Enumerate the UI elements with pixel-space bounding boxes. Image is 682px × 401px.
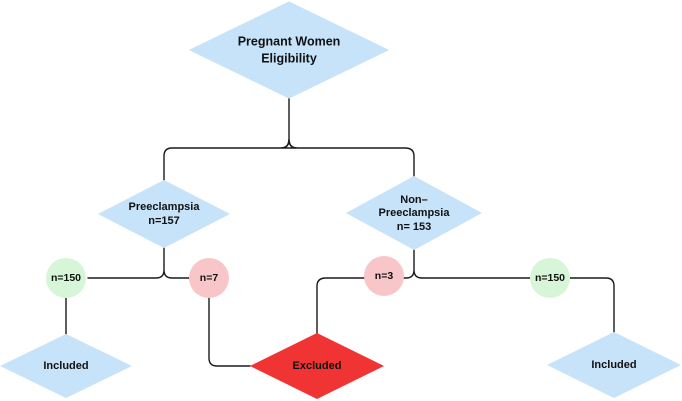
excluded-node: Excluded bbox=[250, 333, 384, 399]
connector-root-branches bbox=[163, 139, 415, 184]
preeclampsia-count: n=157 bbox=[148, 215, 180, 227]
non-preeclampsia-count: n= 153 bbox=[397, 221, 432, 233]
non-preeclampsia-diamond bbox=[346, 176, 482, 250]
preeclampsia-diamond bbox=[98, 180, 230, 248]
count-non-included: n=150 bbox=[530, 258, 570, 298]
count-non-included-label: n=150 bbox=[535, 272, 565, 284]
count-circle-pink bbox=[189, 258, 229, 298]
non-preeclampsia-label-line2: Preeclampsia bbox=[379, 207, 451, 219]
count-circle-green bbox=[46, 258, 86, 298]
root-label-line1: Pregnant Women bbox=[238, 34, 341, 48]
count-pre-included: n=150 bbox=[46, 258, 86, 298]
connector-non-split bbox=[403, 249, 531, 279]
connector-non-included bbox=[569, 277, 615, 335]
count-pre-excluded: n=7 bbox=[189, 258, 229, 298]
count-pre-excluded-label: n=7 bbox=[200, 272, 219, 284]
count-circle-pink bbox=[364, 256, 404, 296]
root-label-line2: Eligibility bbox=[261, 51, 317, 65]
included-right-node: Included bbox=[547, 332, 681, 398]
count-non-excluded: n=3 bbox=[364, 256, 404, 296]
connector-pre-excluded bbox=[208, 297, 251, 367]
preeclampsia-label: Preeclampsia bbox=[129, 201, 201, 213]
count-circle-green bbox=[530, 258, 570, 298]
included-right-diamond bbox=[547, 332, 681, 398]
non-preeclampsia-node: Non– Preeclampsia n= 153 bbox=[346, 176, 482, 250]
non-preeclampsia-label-line1: Non– bbox=[400, 194, 428, 206]
connector-non-excluded bbox=[316, 277, 365, 335]
connectors bbox=[65, 97, 615, 367]
excluded-label: Excluded bbox=[293, 360, 342, 372]
connector-pre-split bbox=[87, 247, 191, 279]
root-diamond bbox=[189, 1, 389, 99]
included-left-node: Included bbox=[0, 334, 132, 398]
excluded-diamond bbox=[250, 333, 384, 399]
preeclampsia-node: Preeclampsia n=157 bbox=[98, 180, 230, 248]
included-left-label: Included bbox=[43, 360, 88, 372]
count-non-excluded-label: n=3 bbox=[375, 270, 394, 282]
root-node: Pregnant Women Eligibility bbox=[189, 1, 389, 99]
included-right-label: Included bbox=[591, 359, 636, 371]
count-pre-included-label: n=150 bbox=[51, 272, 81, 284]
included-left-diamond bbox=[0, 334, 132, 398]
